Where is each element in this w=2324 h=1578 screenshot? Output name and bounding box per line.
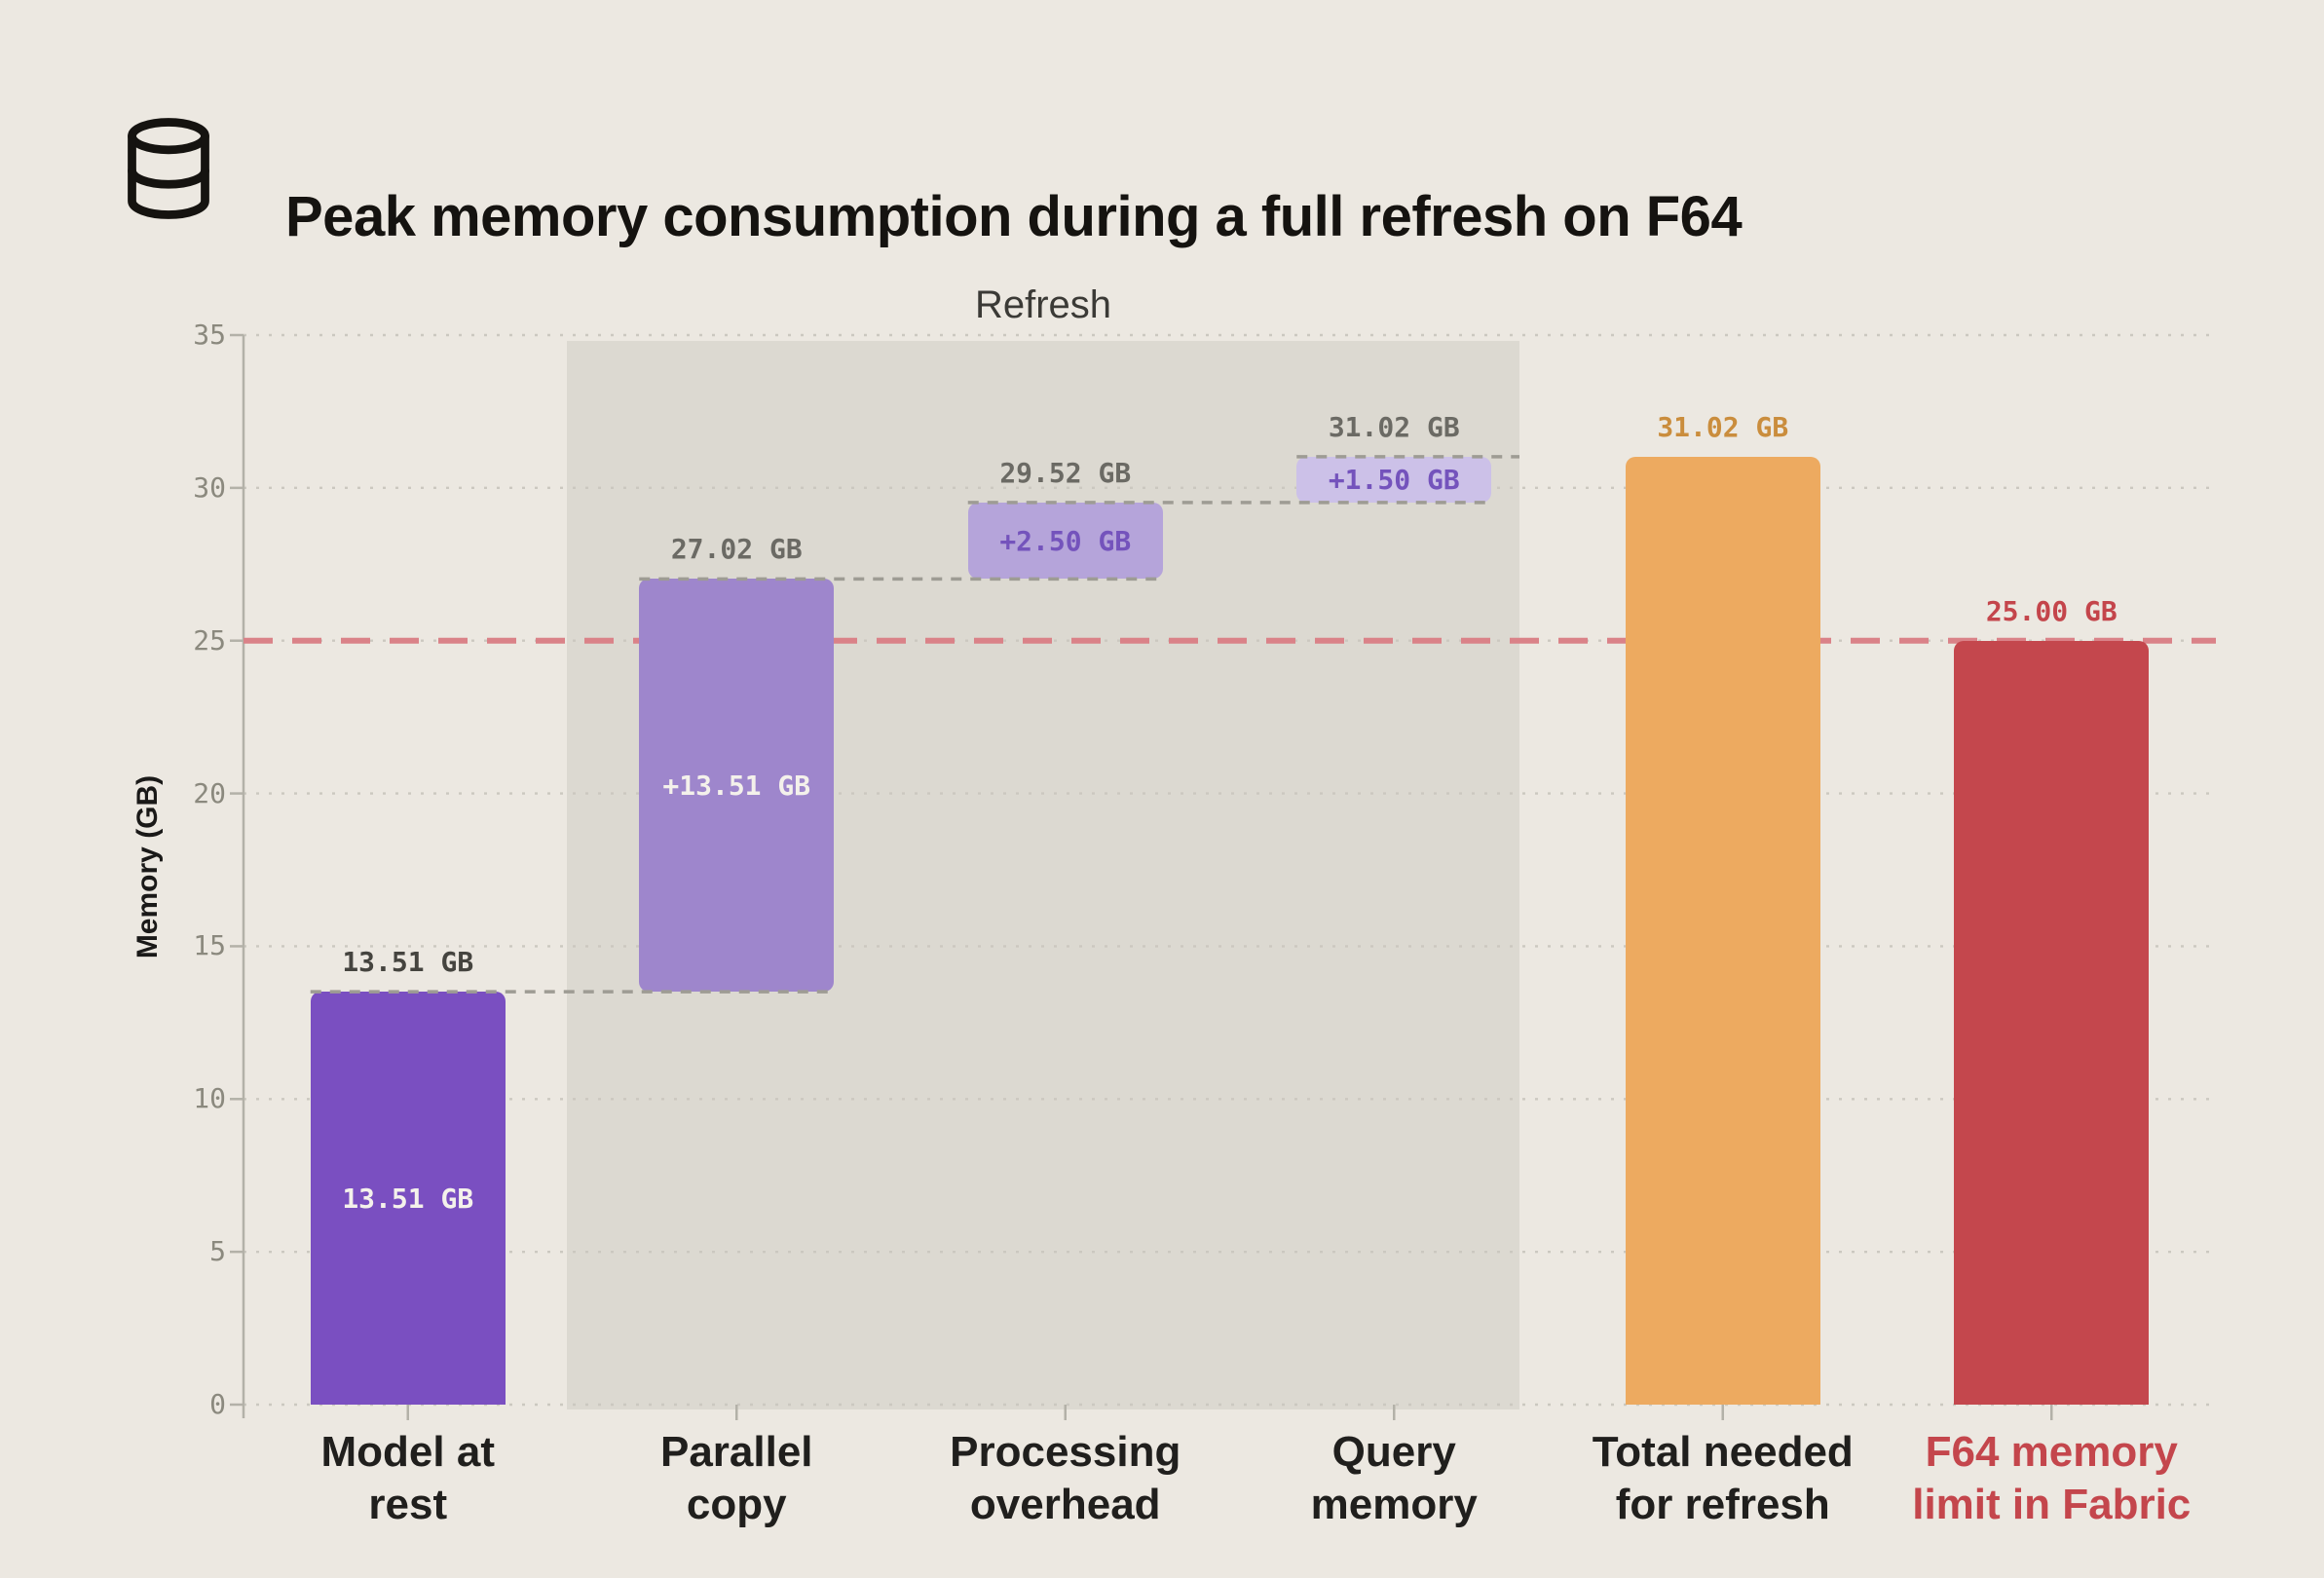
y-tick-label-5: 5: [209, 1235, 226, 1268]
y-tick-label-0: 0: [209, 1388, 226, 1420]
category-label-query-memory: Query memory: [1160, 1426, 1628, 1531]
bar-value-label-model-at-rest: 13.51 GB: [342, 946, 474, 979]
category-label-line: for refresh: [1615, 1481, 1830, 1528]
y-tick-label-35: 35: [193, 319, 226, 351]
y-tick-label-25: 25: [193, 623, 226, 657]
refresh-region-label: Refresh: [974, 283, 1112, 326]
category-label-line: limit in Fabric: [1912, 1481, 2192, 1528]
bar-inner-label-model-at-rest: 13.51 GB: [342, 1182, 474, 1215]
category-label-line: rest: [368, 1481, 448, 1528]
category-label-model-at-rest: Model at rest: [174, 1426, 642, 1531]
y-tick-label-30: 30: [193, 470, 226, 504]
bar-processing-overhead: +2.50 GB: [967, 502, 1163, 580]
bar-total-needed-for-refresh: [1625, 456, 1820, 1405]
bar-model-at-rest: 13.51 GB: [310, 992, 506, 1405]
bar-value-label-query-memory: 31.02 GB: [1328, 410, 1460, 443]
y-tick-label-10: 10: [193, 1082, 226, 1115]
category-label-line: Parallel: [659, 1428, 813, 1476]
category-label-line: F64 memory: [1925, 1428, 2178, 1476]
bar-inner-label-parallel-copy: +13.51 GB: [662, 769, 811, 802]
chart-title: Peak memory consumption during a full re…: [285, 184, 1743, 248]
bar-query-memory: +1.50 GB: [1296, 456, 1492, 503]
category-label-processing-overhead: Processing overhead: [832, 1426, 1299, 1531]
y-axis-title-text: Memory (GB): [131, 774, 164, 959]
category-label-line: Total needed: [1592, 1428, 1854, 1476]
category-label-line: Processing: [950, 1428, 1181, 1476]
category-label-line: copy: [686, 1481, 787, 1528]
y-tick-label-20: 20: [193, 776, 226, 809]
bar-value-label-total-needed-for-refresh: 31.02 GB: [1657, 410, 1789, 443]
bar-value-label-parallel-copy: 27.02 GB: [670, 533, 803, 566]
category-label-parallel-copy: Parallel copy: [503, 1426, 970, 1531]
category-label-line: overhead: [969, 1481, 1161, 1528]
y-tick-label-15: 15: [193, 929, 226, 962]
bar-inner-label-query-memory: +1.50 GB: [1328, 463, 1460, 496]
category-label-total-needed-for-refresh: Total needed for refresh: [1489, 1426, 1957, 1531]
category-label-line: Model at: [320, 1428, 495, 1476]
category-label-line: memory: [1310, 1481, 1478, 1528]
bar-inner-label-processing-overhead: +2.50 GB: [999, 524, 1132, 557]
bar-value-label-f64-memory-limit: 25.00 GB: [1985, 594, 2118, 627]
bar-parallel-copy: +13.51 GB: [639, 579, 835, 993]
bar-f64-memory-limit: [1954, 640, 2150, 1405]
category-label-f64-memory-limit: F64 memory limit in Fabric: [1818, 1426, 2285, 1531]
bar-value-label-processing-overhead: 29.52 GB: [999, 456, 1132, 489]
category-label-line: Query: [1331, 1428, 1456, 1476]
database-icon: [128, 118, 209, 219]
